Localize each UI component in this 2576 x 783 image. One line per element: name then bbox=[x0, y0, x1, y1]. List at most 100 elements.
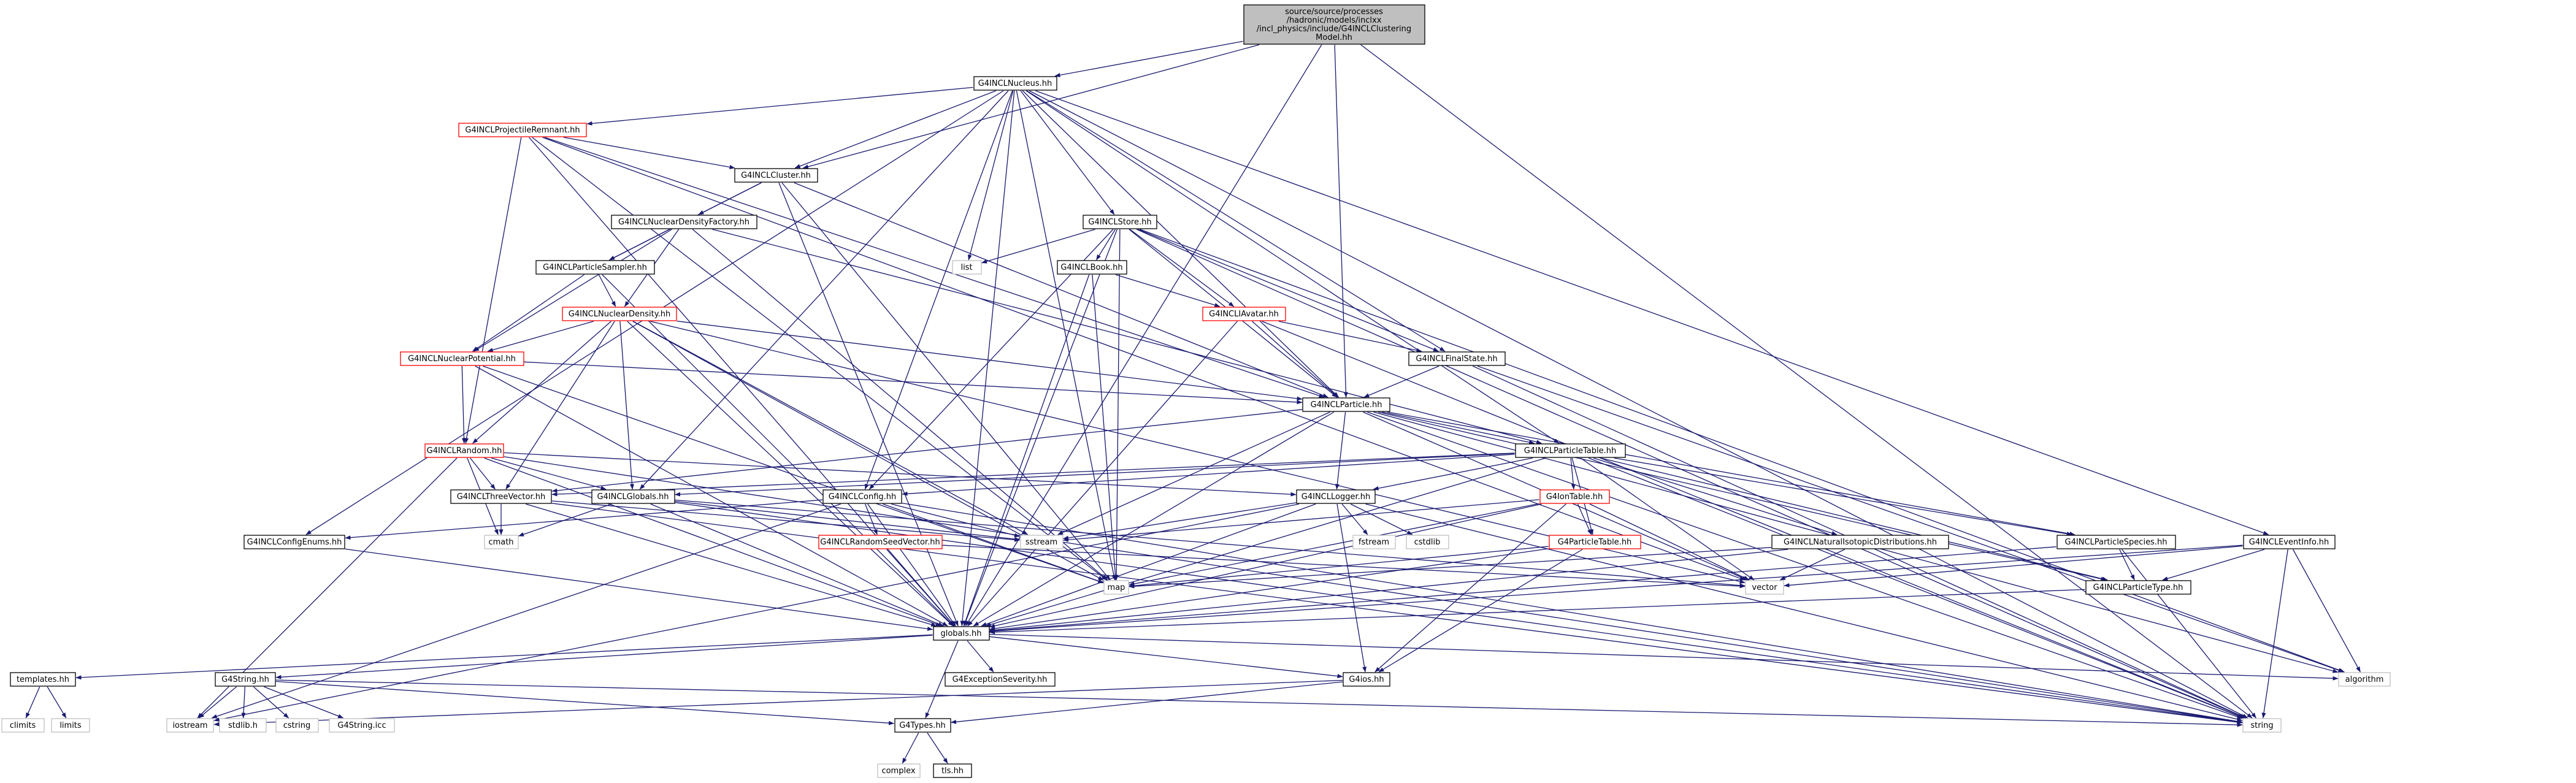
node-label: cstdlib bbox=[1414, 538, 1441, 547]
edge-config-to-globalshh bbox=[867, 503, 956, 627]
node-g4inclcluster-hh[interactable]: G4INCLCluster.hh bbox=[734, 168, 818, 183]
node-box bbox=[329, 718, 395, 733]
node-box bbox=[243, 535, 345, 549]
edge-iontable-to-map bbox=[1129, 503, 1539, 586]
node-g4inclparticlespecies-hh[interactable]: G4INCLParticleSpecies.hh bbox=[2057, 535, 2176, 549]
node-g4ios-hh[interactable]: G4ios.hh bbox=[1343, 672, 1390, 687]
node-label: G4INCLThreeVector.hh bbox=[457, 492, 546, 502]
node-label: fstream bbox=[1359, 538, 1389, 547]
node-source-source-processes-hadronic-models-inclxx-incl-physics-include-g4inclclustering-model-hh[interactable]: source/source/processes/hadronic/models/… bbox=[1243, 4, 1425, 45]
edge-globals-to-cmath bbox=[518, 503, 612, 537]
edge-globalshh-to-g4types bbox=[925, 640, 959, 719]
edge-npot-to-map bbox=[483, 365, 1104, 584]
node-box bbox=[1057, 260, 1127, 275]
node-g4inclparticletype-hh[interactable]: G4INCLParticleType.hh bbox=[2085, 580, 2191, 595]
node-box bbox=[1408, 351, 1506, 366]
edge-nucleus-to-list bbox=[967, 90, 1014, 261]
edge-logger-to-string bbox=[1365, 503, 2243, 722]
node-label: list bbox=[960, 263, 972, 272]
edge-g4string-to-cstring bbox=[253, 686, 289, 719]
node-label: G4INCLParticleType.hh bbox=[2093, 583, 2183, 592]
edge-nucleus-to-finalstate bbox=[1026, 90, 1446, 352]
node-g4inclfinalstate-hh[interactable]: G4INCLFinalState.hh bbox=[1408, 351, 1506, 366]
edge-config-to-iostream bbox=[211, 503, 841, 719]
node-g4inclnuclearpotential-hh[interactable]: G4INCLNuclearPotential.hh bbox=[400, 351, 524, 366]
node-label: G4INCLRandom.hh bbox=[427, 446, 502, 456]
node-g4iontable-hh[interactable]: G4IonTable.hh bbox=[1539, 489, 1610, 504]
edge-nucleus-to-globals bbox=[639, 90, 1009, 490]
node-label: G4ios.hh bbox=[1349, 675, 1384, 684]
node-label: G4INCLNuclearDensity.hh bbox=[569, 310, 670, 319]
edge-npot-to-globalshh bbox=[475, 365, 948, 627]
node-label: stdlib.h bbox=[228, 721, 258, 730]
edge-psampler-to-npot bbox=[472, 274, 585, 352]
edge-threevec-to-sstream bbox=[551, 500, 1020, 542]
node-box bbox=[2057, 535, 2176, 549]
node-g4inclconfig-hh[interactable]: G4INCLConfig.hh bbox=[822, 489, 902, 504]
node-vector: vector bbox=[1745, 580, 1784, 595]
node-label: limits bbox=[59, 721, 82, 730]
node-tls-hh[interactable]: tls.hh bbox=[933, 763, 972, 778]
node-g4inclthreevector-hh[interactable]: G4INCLThreeVector.hh bbox=[450, 489, 552, 504]
edge-eventinfo-to-globalshh bbox=[989, 544, 2243, 633]
node-g4inclconfigenums-hh[interactable]: G4INCLConfigEnums.hh bbox=[243, 535, 345, 549]
node-box bbox=[894, 718, 951, 733]
node-g4incleventinfo-hh[interactable]: G4INCLEventInfo.hh bbox=[2243, 535, 2336, 549]
node-g4inclprojectileremnant-hh[interactable]: G4INCLProjectileRemnant.hh bbox=[458, 123, 587, 137]
node-g4inclrandom-hh[interactable]: G4INCLRandom.hh bbox=[424, 443, 504, 458]
edge-ptable-to-config bbox=[902, 454, 1515, 496]
edge-book-to-avatar bbox=[1116, 274, 1221, 307]
node-templates-hh[interactable]: templates.hh bbox=[10, 672, 76, 687]
node-box bbox=[484, 535, 519, 549]
node-g4inclstore-hh[interactable]: G4INCLStore.hh bbox=[1083, 215, 1157, 229]
node-g4inclrandomseedvector-hh[interactable]: G4INCLRandomSeedVector.hh bbox=[818, 535, 943, 549]
node-label: G4INCLRandomSeedVector.hh bbox=[820, 538, 940, 547]
edge-ndens-to-globals bbox=[619, 321, 634, 490]
node-g4inclnucleus-hh[interactable]: G4INCLNucleus.hh bbox=[973, 76, 1057, 91]
edge-npot-to-particle bbox=[524, 361, 1303, 405]
node-g4particletable-hh[interactable]: G4ParticleTable.hh bbox=[1549, 535, 1641, 549]
edge-root-to-globalshh bbox=[965, 44, 1322, 627]
node-fstream: fstream bbox=[1352, 535, 1396, 549]
edge-g4ios-to-iostream bbox=[213, 679, 1343, 727]
edge-store-to-list bbox=[981, 229, 1095, 264]
node-box bbox=[219, 718, 267, 733]
edge-random-to-globals bbox=[491, 457, 607, 491]
node-g4inclnaturalisotopicdistributions-hh[interactable]: G4INCLNaturalIsotopicDistributions.hh bbox=[1771, 535, 1949, 549]
edge-book-to-map bbox=[1092, 274, 1117, 581]
node-globals-hh[interactable]: globals.hh bbox=[933, 626, 990, 641]
node-g4inclparticle-hh[interactable]: G4INCLParticle.hh bbox=[1302, 397, 1390, 412]
edge-nucleus-to-string bbox=[1029, 90, 2248, 719]
node-box bbox=[1343, 672, 1390, 687]
edge-config-to-sstream bbox=[891, 503, 1020, 538]
edge-random-to-globalshh bbox=[484, 457, 941, 627]
edge-globalshh-to-g4string bbox=[275, 635, 933, 679]
node-g4inclnucleardensity-hh[interactable]: G4INCLNuclearDensity.hh bbox=[562, 307, 677, 321]
node-box bbox=[458, 123, 587, 137]
node-g4inclnucleardensityfactory-hh[interactable]: G4INCLNuclearDensityFactory.hh bbox=[611, 215, 757, 229]
node-g4inclbook-hh[interactable]: G4INCLBook.hh bbox=[1057, 260, 1127, 275]
node-g4inclparticlesampler-hh[interactable]: G4INCLParticleSampler.hh bbox=[535, 260, 655, 275]
node-box bbox=[2085, 580, 2191, 595]
edge-config-to-map bbox=[883, 503, 1104, 584]
node-g4incliavatar-hh[interactable]: G4INCLIAvatar.hh bbox=[1202, 307, 1286, 321]
node-label: complex bbox=[881, 766, 915, 776]
node-g4types-hh[interactable]: G4Types.hh bbox=[894, 718, 951, 733]
node-g4inclglobals-hh[interactable]: G4INCLGlobals.hh bbox=[591, 489, 675, 504]
node-g4string-hh[interactable]: G4String.hh bbox=[215, 672, 276, 687]
node-string: string bbox=[2242, 718, 2282, 733]
node-g4incllogger-hh[interactable]: G4INCLLogger.hh bbox=[1296, 489, 1376, 504]
node-label: vector bbox=[1752, 583, 1777, 592]
edge-globalshh-to-g4exc bbox=[967, 640, 994, 673]
node-label: G4INCLStore.hh bbox=[1088, 218, 1151, 227]
node-label: G4IonTable.hh bbox=[1546, 492, 1603, 502]
edge-eventinfo-to-string bbox=[2261, 549, 2288, 719]
node-g4exceptionseverity-hh[interactable]: G4ExceptionSeverity.hh bbox=[945, 672, 1056, 687]
node-label: G4INCLConfig.hh bbox=[829, 492, 897, 502]
node-cmath: cmath bbox=[484, 535, 519, 549]
file-nodes: source/source/processes/hadronic/models/… bbox=[1, 4, 2391, 778]
edge-finalstate-to-algorithm bbox=[1477, 365, 2344, 673]
node-g4inclparticletable-hh[interactable]: G4INCLParticleTable.hh bbox=[1515, 443, 1626, 458]
node-g4string-icc: G4String.icc bbox=[329, 718, 395, 733]
